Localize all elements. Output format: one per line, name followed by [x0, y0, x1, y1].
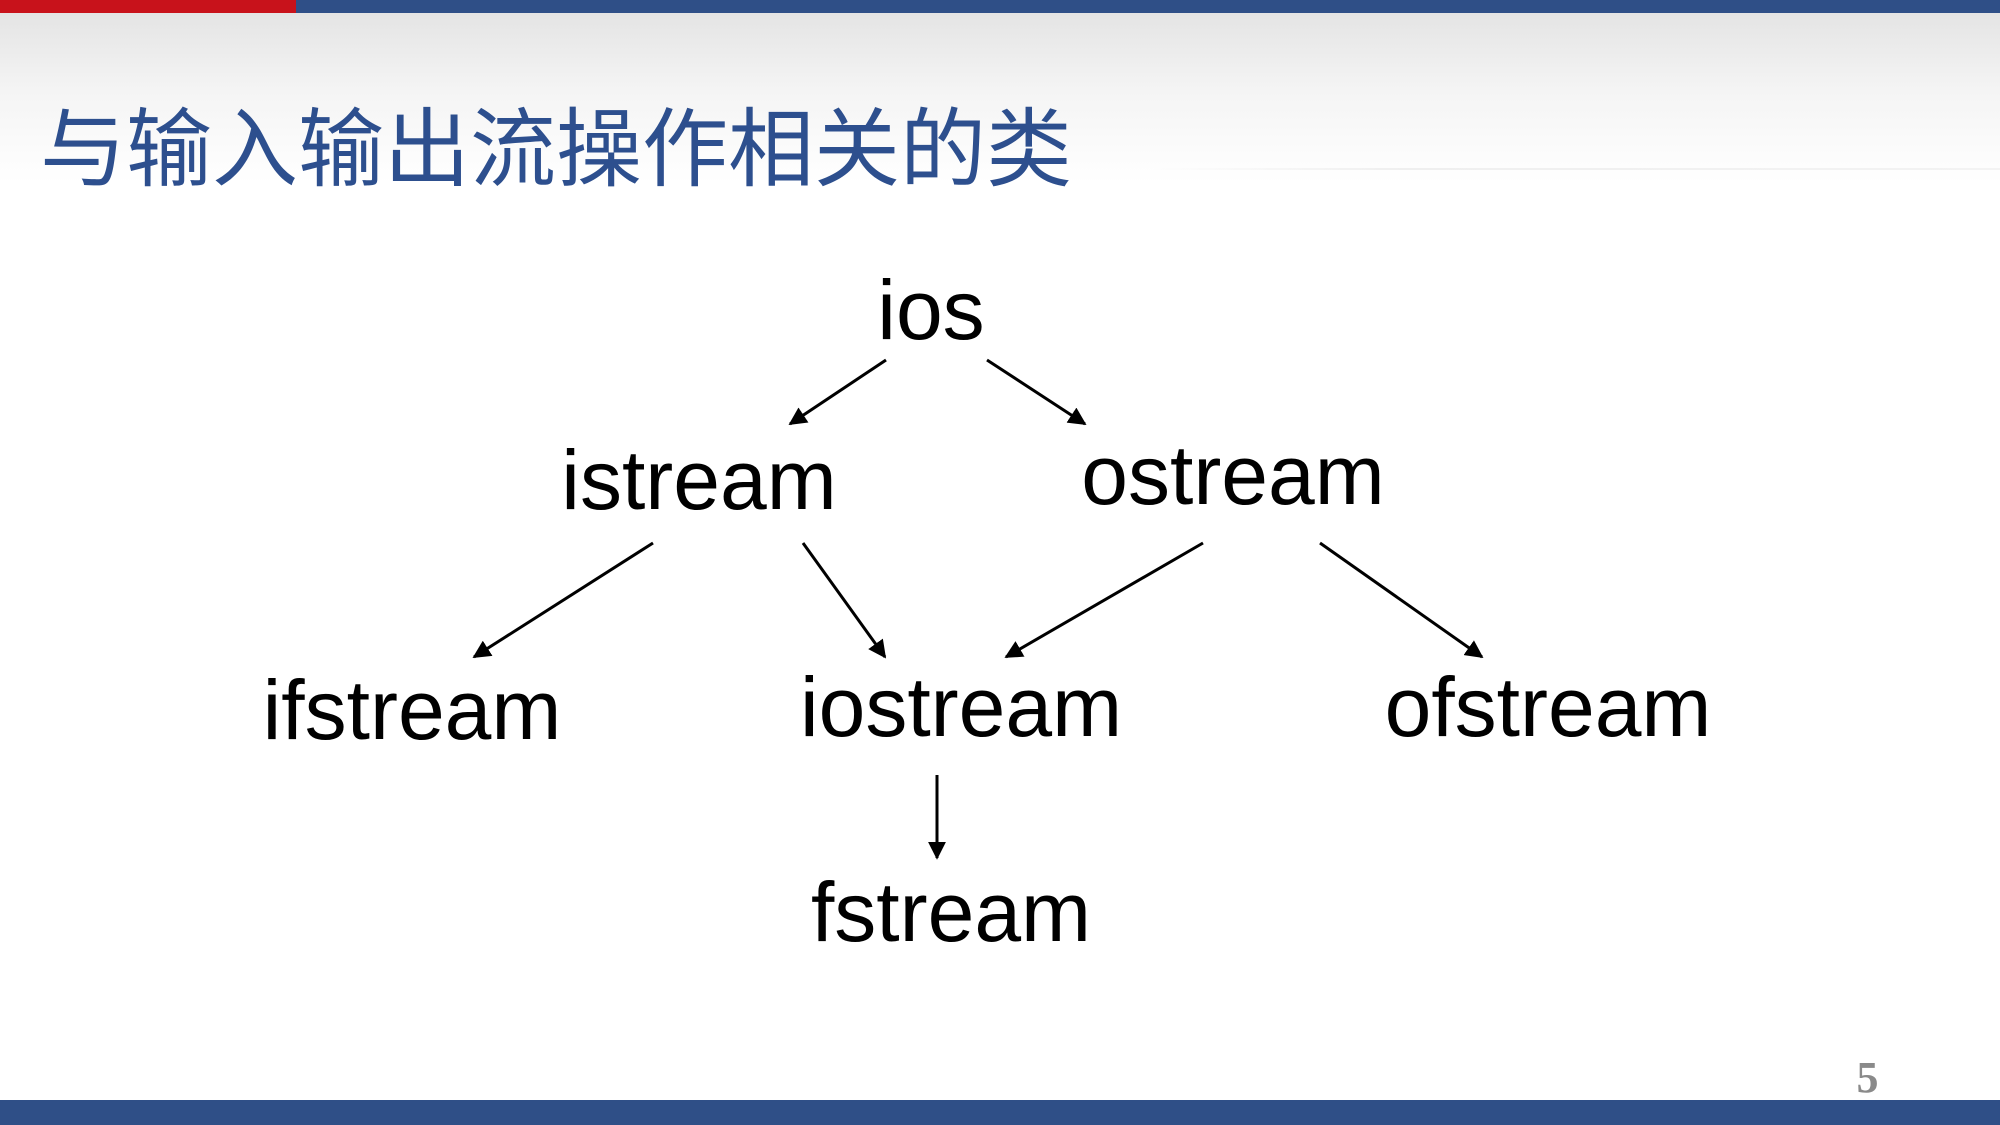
node-ios: ios	[877, 263, 985, 357]
edge-ios-ostream	[986, 358, 1087, 426]
node-istream: istream	[561, 433, 837, 527]
node-ostream: ostream	[1081, 428, 1385, 522]
top-accent-bar-red	[0, 0, 296, 13]
node-fstream: fstream	[810, 865, 1092, 959]
edge-ostream-ofstream	[1319, 541, 1484, 659]
edge-istream-ifstream	[472, 541, 654, 659]
edge-istream-iostream	[801, 542, 887, 659]
slide-title: 与输入输出流操作相关的类	[40, 100, 1072, 200]
top-accent-bar-blue	[296, 0, 2000, 13]
edge-ios-istream	[788, 358, 887, 426]
node-iostream: iostream	[799, 660, 1123, 754]
edge-ostream-iostream	[1004, 541, 1204, 659]
header-band	[0, 13, 2000, 183]
page-number: 5	[1856, 1053, 1879, 1102]
node-ofstream: ofstream	[1384, 660, 1712, 754]
node-ifstream: ifstream	[262, 663, 562, 757]
bottom-accent-bar	[0, 1100, 2000, 1125]
title-underline	[1150, 168, 2000, 170]
